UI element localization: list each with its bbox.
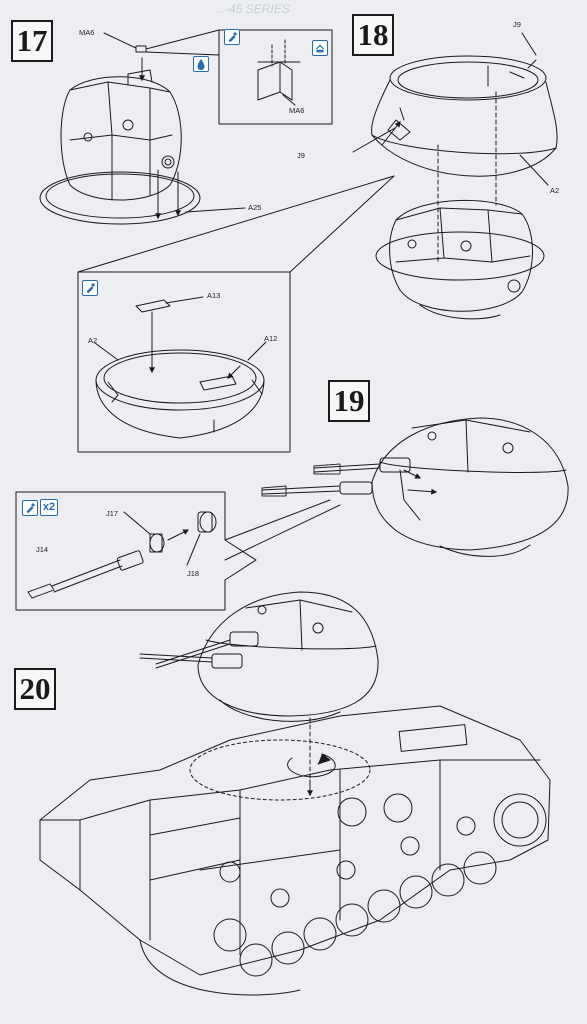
glue-icon	[82, 280, 98, 296]
step18-shroud	[371, 55, 558, 177]
glue-icon	[224, 29, 240, 45]
label-j9-top: J9	[513, 20, 521, 29]
label-j18: J18	[187, 569, 200, 578]
label-a25: A25	[248, 203, 262, 212]
step19-turret	[371, 417, 569, 557]
label-j17: J17	[106, 509, 119, 518]
step20-turret	[139, 591, 379, 722]
label-a13: A13	[207, 291, 221, 300]
glue-icon	[22, 500, 38, 516]
label-ma6-detail: MA6	[289, 106, 305, 115]
part-a12	[199, 375, 237, 391]
inset-part-j18	[197, 511, 217, 533]
view-direction-icon	[312, 40, 328, 56]
label-a2-inset: A2	[88, 336, 98, 345]
quantity-badge: x2	[40, 499, 58, 516]
road-wheels	[139, 816, 497, 996]
inset-part-j17	[149, 533, 165, 553]
label-j9-left: J9	[297, 151, 305, 160]
step-number-19: 19	[328, 380, 370, 422]
part-a13	[135, 299, 171, 313]
label-a12: A12	[264, 334, 278, 343]
step20-hull	[39, 705, 551, 976]
inset-gun-j14	[27, 550, 144, 599]
rotation-arrow	[287, 753, 336, 778]
label-j14: J14	[36, 545, 49, 554]
step-number-18: 18	[352, 14, 394, 56]
label-a2-right: A2	[550, 186, 560, 195]
step19-guns	[261, 457, 411, 497]
header-fragment: ...-45 SERIES	[215, 2, 290, 16]
step17-turret	[39, 45, 201, 225]
inset-ring-a2	[95, 349, 265, 439]
ma6-detail-part	[257, 39, 301, 101]
paint-drop-icon	[193, 56, 209, 72]
step-number-20: 20	[14, 668, 56, 710]
step-number-17: 17	[11, 20, 53, 62]
step18-turret	[375, 200, 545, 320]
label-ma6-top: MA6	[79, 28, 95, 37]
